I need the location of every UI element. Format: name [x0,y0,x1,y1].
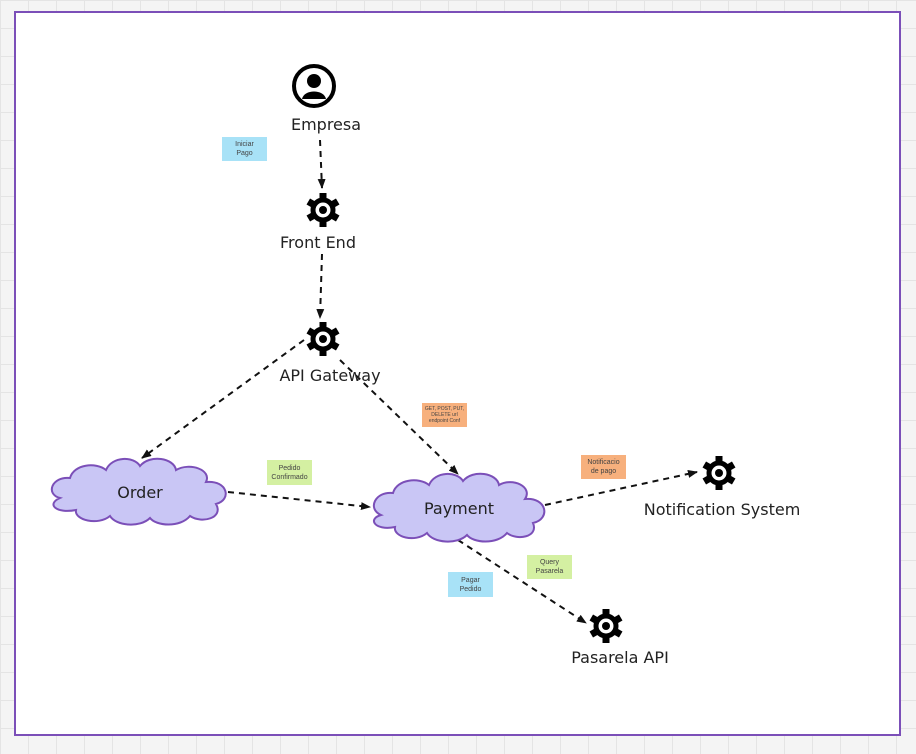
node-label-pasarela-api: Pasarela API [571,648,669,667]
node-label-notification-system: Notification System [644,500,801,519]
node-label-payment: Payment [424,499,494,518]
gear-icon [590,609,623,643]
arrow-payment-pasarela [457,539,587,624]
arrow-empresa-frontend [317,139,326,189]
connectors [141,139,698,624]
gear-icon [307,193,340,227]
diagram-frame [14,11,901,736]
arrow-frontend-gateway [316,253,325,319]
arrow-order-payment [227,491,371,511]
arrow-gateway-order [141,339,305,459]
node-label-front-end: Front End [280,233,356,252]
node-label-empresa: Empresa [291,115,361,134]
cloud-shape-payment [372,472,546,543]
user-icon [292,64,336,108]
arrow-payment-notification [544,470,698,506]
sticky-note-text: Iniciar Pago [235,141,254,157]
sticky-note-text: Pagar Pedido [459,576,482,593]
cloud-shape-order [50,457,227,526]
sticky-note-query-pasarela[interactable]: Query Pasarela [527,555,572,579]
arrow-gateway-payment [339,359,459,475]
sticky-note-iniciar-pago[interactable]: Iniciar Pago [222,137,267,161]
node-label-order: Order [117,483,163,502]
sticky-note-text: Pedido Confirmado [271,464,308,481]
gear-icon [307,322,340,356]
gear-icon [703,456,736,490]
sticky-note-text: GET, POST, PUT, DELETE url endpoint Conf [424,406,465,424]
sticky-note-text: Query Pasarela [535,559,564,575]
node-label-api-gateway: API Gateway [279,366,380,385]
sticky-note-text: Notificacio de pago [587,459,620,475]
sticky-note-pagar-pedido[interactable]: Pagar Pedido [448,572,493,597]
sticky-note-notificacion-pago[interactable]: Notificacio de pago [581,455,626,479]
sticky-note-pedido-confirmado[interactable]: Pedido Confirmado [267,460,312,485]
sticky-note-api-methods[interactable]: GET, POST, PUT, DELETE url endpoint Conf [422,403,467,427]
